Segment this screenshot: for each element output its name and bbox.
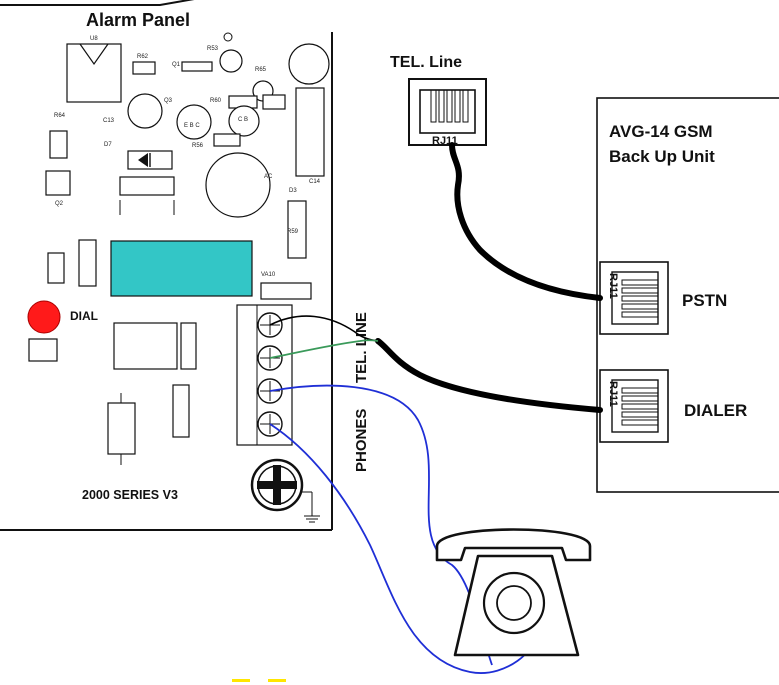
telephone-icon (435, 528, 592, 657)
yellow-mark-a (232, 679, 250, 682)
label-ebc: E B C (184, 123, 200, 129)
label-c14: C14 (309, 179, 321, 185)
label-u8: U8 (90, 36, 98, 42)
dialer-to-panel-cable (375, 338, 603, 413)
dial-indicator (27, 300, 61, 334)
phone-wire-b (269, 423, 528, 674)
pstn-port (599, 261, 669, 335)
u8-chip-notch (79, 43, 109, 66)
terminal-block (236, 304, 293, 446)
q1-transistor (181, 61, 213, 72)
r65-trimmer (219, 49, 243, 73)
telephone-dial-center (496, 585, 532, 621)
label-r62: R62 (137, 54, 149, 60)
label-q1: Q1 (172, 62, 181, 68)
large-resistor (119, 176, 175, 196)
va10-varistor (260, 282, 312, 300)
large-relay (113, 322, 178, 370)
small-relay-a (47, 252, 65, 284)
gsm-title-line1: AVG-14 GSM (609, 122, 713, 141)
r56-resistor (213, 133, 241, 147)
tel-line-green-wire (269, 339, 379, 359)
r64-resistor (49, 130, 68, 159)
dialer-port (599, 369, 669, 443)
label-q3: Q3 (164, 98, 173, 104)
r62-resistor (132, 61, 156, 75)
pstn-jack-socket (611, 271, 659, 325)
round-component-b (228, 105, 260, 137)
r59-resistor (287, 200, 307, 259)
lower-narrow-component (172, 384, 190, 438)
rj11-jack-icon (408, 78, 487, 146)
small-block (262, 94, 286, 110)
label-r59: R59 (287, 229, 299, 235)
dialer-label: DIALER (684, 401, 747, 420)
label-d7: D7 (104, 142, 112, 148)
label-r53: R53 (207, 46, 219, 52)
phones-terminal-label: PHONES (353, 409, 370, 472)
small-relay-b (78, 239, 97, 287)
label-r65: R65 (255, 67, 267, 73)
dialer-connector-label: RJ11 (607, 381, 619, 407)
telephone-handset (435, 528, 592, 562)
label-d3: D3 (289, 188, 297, 194)
narrow-component (180, 322, 197, 370)
d7-diode-symbol (138, 153, 148, 167)
gsm-title-line2: Back Up Unit (609, 147, 715, 166)
tel-jack-title: TEL. Line (390, 54, 462, 71)
c13-capacitor (127, 93, 163, 129)
mount-hole (223, 32, 233, 42)
ground-symbol-icon (250, 458, 320, 523)
q2-component (45, 170, 71, 196)
label-r60: R60 (210, 98, 222, 104)
label-va10: VA10 (261, 272, 276, 278)
label-r56: R56 (192, 143, 204, 149)
pstn-connector-label: RJ11 (607, 273, 619, 299)
board-top-edge (0, 0, 195, 6)
label-c13: C13 (103, 118, 115, 124)
label-ac: AC (264, 174, 273, 180)
tel-line-terminal-label: TEL. LINE (353, 312, 370, 383)
panel-title: Alarm Panel (86, 10, 190, 30)
label-r64: R64 (54, 113, 66, 119)
label-cb: C B (238, 117, 248, 123)
dial-label: DIAL (70, 309, 98, 323)
c14-capacitor (295, 87, 325, 177)
yellow-mark-b (268, 679, 286, 682)
dialer-jack-socket (611, 379, 659, 433)
small-square-component (28, 338, 58, 362)
series-label: 2000 SERIES V3 (82, 488, 178, 502)
pstn-label: PSTN (682, 291, 727, 310)
tel-line-to-pstn-cable (449, 142, 603, 301)
relay-block (110, 240, 253, 297)
lower-resistor (107, 402, 136, 455)
ac-transformer (205, 152, 271, 218)
panel-components: U8 R62 Q1 R53 R65 R64 D7 Q2 C13 Q3 E B C… (27, 32, 330, 465)
alarm-panel-board (0, 0, 333, 531)
phone-wire-a (269, 384, 493, 666)
label-q2: Q2 (55, 201, 64, 207)
q3-transistor (176, 104, 212, 140)
u8-chip (66, 43, 122, 103)
large-round-component (288, 43, 330, 85)
